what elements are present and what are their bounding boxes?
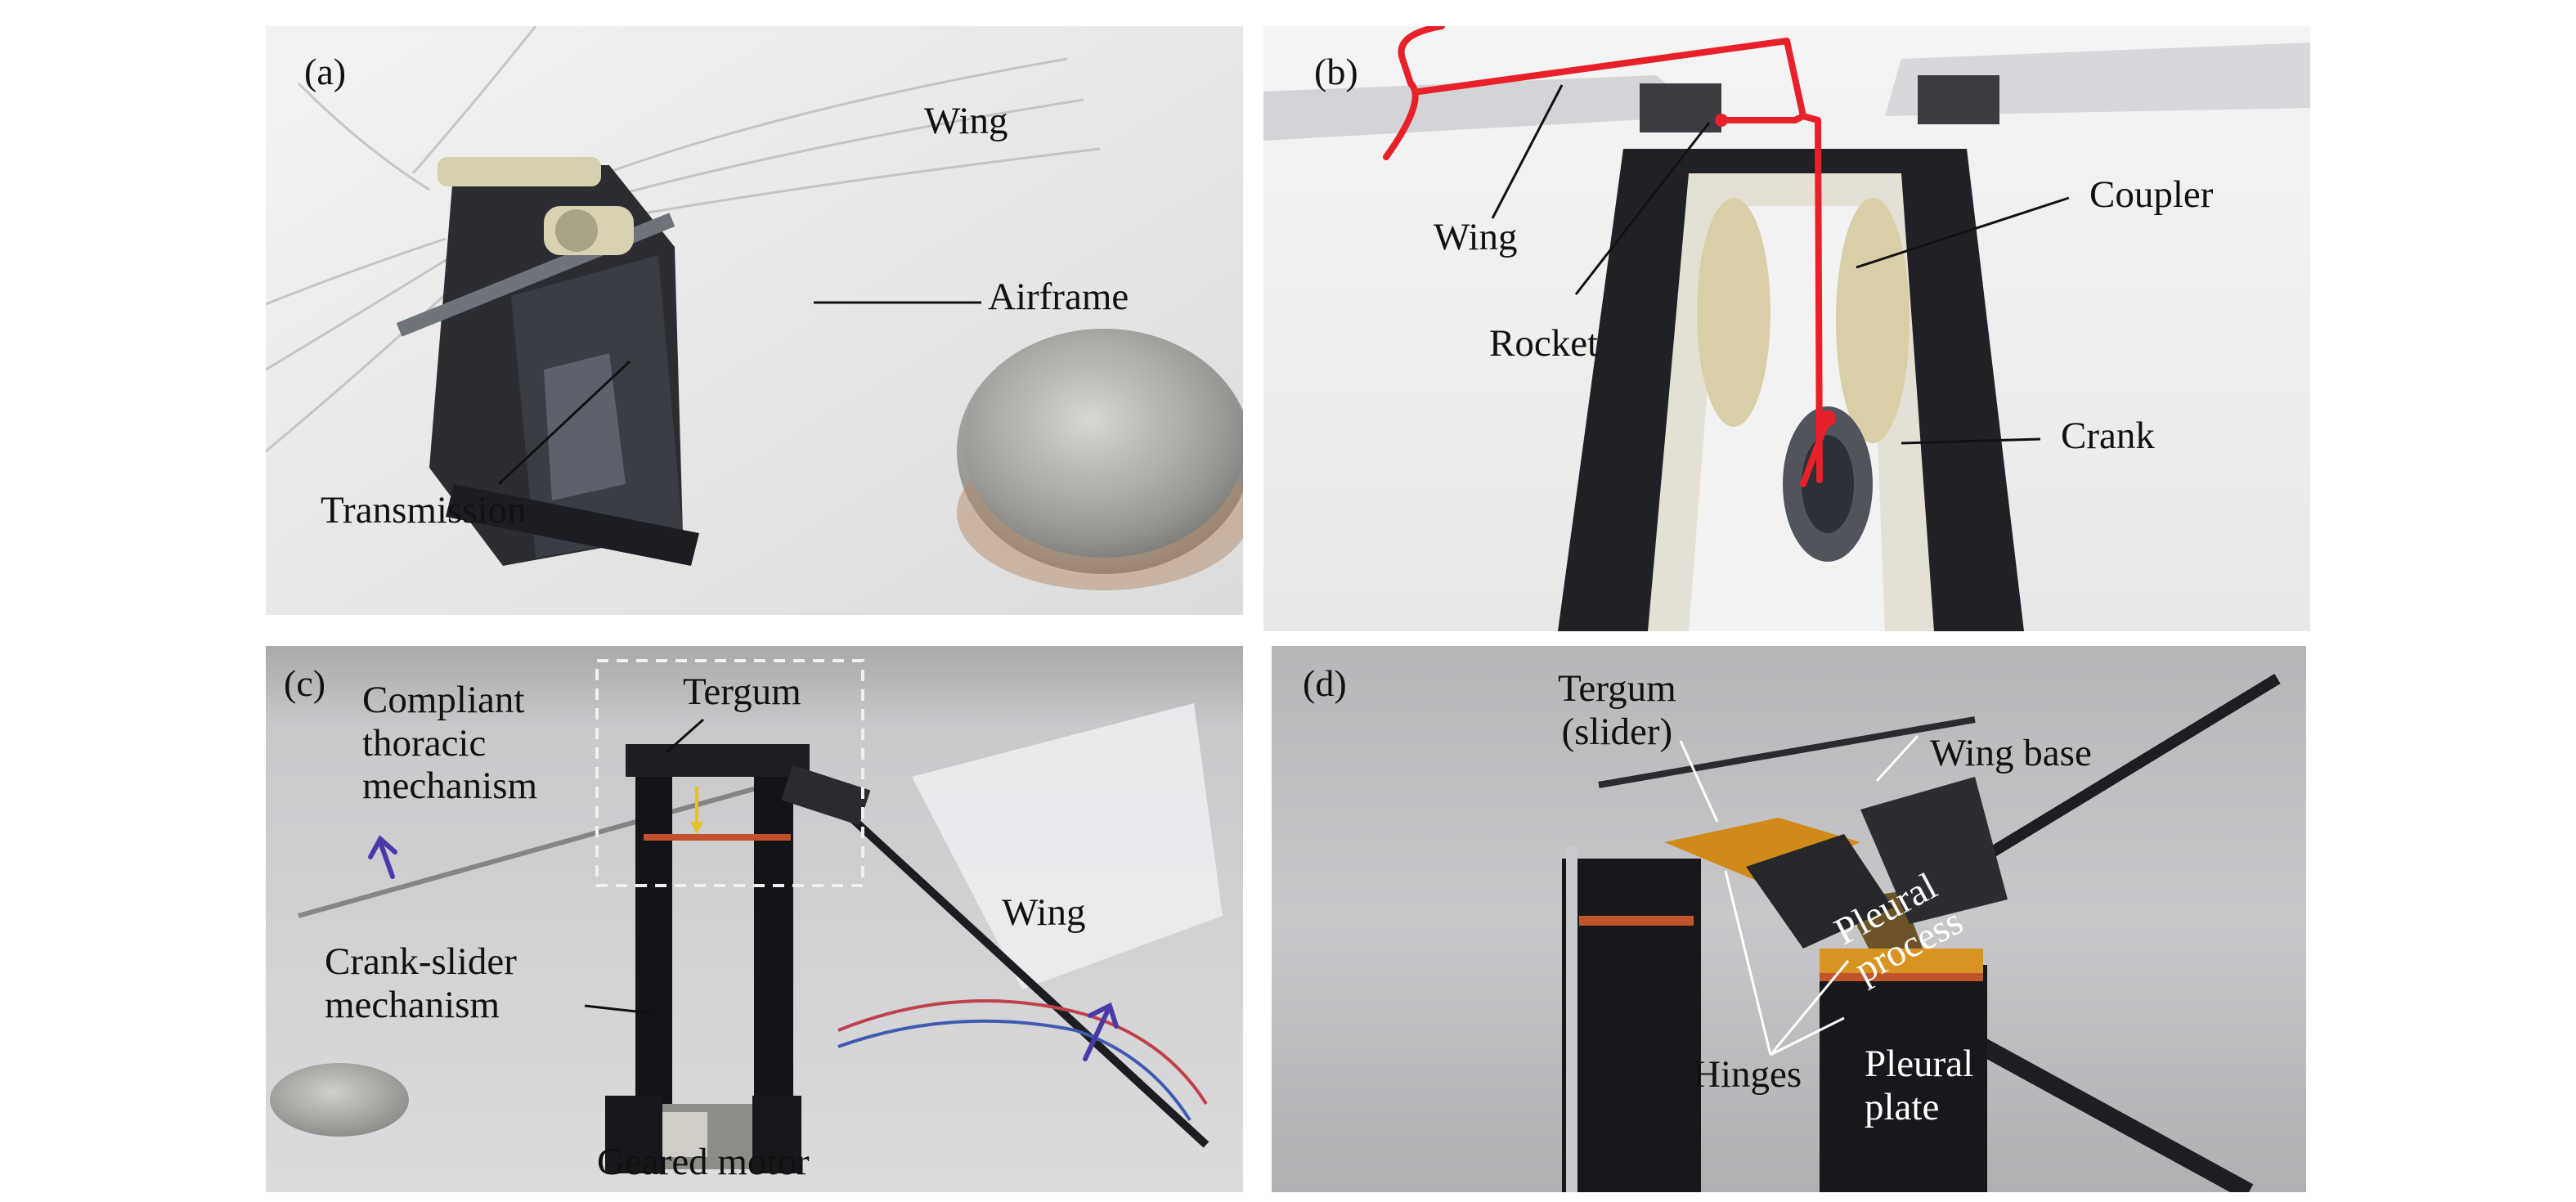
- panel-c-tag: (c): [284, 662, 326, 704]
- panel-c-photo: [266, 646, 1243, 1192]
- panel-b-tag: (b): [1314, 51, 1358, 92]
- panel-d-label-pleural-plate-line-2: plate: [1865, 1085, 1940, 1128]
- panel-b: (b) Wing Rocket Coupler Crank: [1263, 26, 2310, 631]
- panel-c-label-compliant-line-2: thoracic: [362, 721, 487, 765]
- panel-a: (a) Wing Airframe Transmission: [266, 26, 1243, 615]
- panel-c-label-motor: Geared motor: [597, 1141, 810, 1183]
- panel-a-tag: (a): [304, 51, 347, 92]
- panel-b-label-rocket: Rocket: [1489, 322, 1599, 365]
- panel-d-tag: (d): [1303, 662, 1347, 704]
- panel-c-label-tergum: Tergum: [683, 671, 801, 713]
- panel-a-label-airframe: Airframe: [988, 276, 1129, 318]
- panel-a-label-transmission: Transmission: [321, 489, 527, 531]
- panel-d-label-pleural-plate-line-1: Pleural: [1865, 1043, 1974, 1085]
- panel-d-label-wing-base: Wing base: [1930, 732, 2092, 774]
- panel-b-label-wing: Wing: [1434, 216, 1518, 258]
- panel-b-label-crank: Crank: [2061, 415, 2155, 457]
- panel-d-label-hinges: Hinges: [1693, 1053, 1802, 1096]
- panel-c-label-crank-slider-line-2: mechanism: [325, 983, 500, 1026]
- panel-a-label-wing: Wing: [924, 100, 1008, 142]
- panel-b-label-coupler: Coupler: [2089, 173, 2214, 216]
- panel-d-label-tergum: Tergum(slider): [1558, 667, 1676, 753]
- panel-c-label-compliant-line-3: mechanism: [362, 765, 538, 808]
- panel-c-label-crank-slider-line-1: Crank-slider: [325, 940, 517, 983]
- panel-b-photo: [1263, 26, 2310, 631]
- panel-d-photo: [1272, 646, 2306, 1192]
- panel-c-label-compliant-line-1: Compliant: [362, 679, 525, 721]
- panel-c-label-wing: Wing: [1002, 891, 1086, 934]
- panel-d-label-tergum-line-2: (slider): [1561, 710, 1673, 753]
- panel-d-label-tergum-line-1: Tergum: [1558, 667, 1676, 710]
